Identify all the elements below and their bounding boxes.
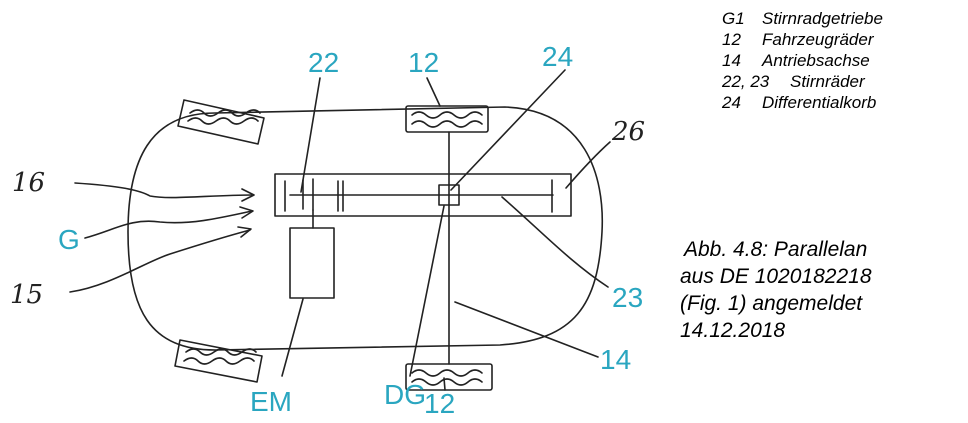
label-12-top: 12 <box>408 47 439 78</box>
legend-item: G1 Stirnradgetriebe <box>722 8 883 29</box>
leader-G <box>84 210 253 239</box>
label-G: G <box>58 224 80 255</box>
legend-text: Antriebsachse <box>762 51 870 70</box>
legend-item: 22, 23 Stirnräder <box>722 71 883 92</box>
electric-motor <box>289 227 335 299</box>
legend-text: Stirnradgetriebe <box>762 9 883 28</box>
figure-caption: Abb. 4.8: Parallelan aus DE 1020182218 (… <box>680 236 968 344</box>
arrowhead-G <box>239 206 254 219</box>
label-12-bottom: 12 <box>424 388 455 419</box>
legend-ref: G1 <box>722 9 745 28</box>
wheel-rear-left <box>174 339 263 383</box>
legend-ref: 24 <box>722 93 741 112</box>
label-22: 22 <box>308 47 339 78</box>
legend-item: 14 Antriebsachse <box>722 50 883 71</box>
legend-text: Fahrzeugräder <box>762 30 874 49</box>
caption-line: aus DE 1020182218 <box>680 265 872 288</box>
wheel-12-top <box>405 105 489 133</box>
caption-line: Abb. 4.8: Parallelan <box>684 238 868 261</box>
leader-EM <box>281 298 304 377</box>
differential-cage-24 <box>438 184 460 206</box>
leader-12-bottom <box>443 377 446 391</box>
legend-item: 24 Differentialkorb <box>722 92 883 113</box>
legend: G1 Stirnradgetriebe 12 Fahrzeugräder 14 Ant… <box>722 8 883 113</box>
legend-ref: 22, 23 <box>722 72 770 91</box>
label-23: 23 <box>612 282 643 313</box>
arrowhead-15 <box>237 226 252 238</box>
legend-item: 12 Fahrzeugräder <box>722 29 883 50</box>
leader-22 <box>300 77 321 193</box>
leader-DG <box>409 205 445 377</box>
legend-text: Differentialkorb <box>762 93 877 112</box>
leader-23 <box>501 196 609 288</box>
gearbox-housing <box>274 173 572 217</box>
leader-12-top <box>426 77 441 107</box>
label-15: 15 <box>10 280 43 310</box>
caption-line: (Fig. 1) angemeldet <box>680 292 863 315</box>
label-14: 14 <box>600 344 631 375</box>
vehicle-outline <box>127 106 604 351</box>
wheel-front-left <box>177 99 265 145</box>
label-24: 24 <box>542 41 573 72</box>
leader-16 <box>74 182 254 199</box>
label-DG: DG <box>384 379 426 410</box>
label-EM: EM <box>250 386 292 417</box>
arrowhead-16 <box>241 188 255 202</box>
label-26: 26 <box>611 117 645 147</box>
leader-24 <box>450 69 566 191</box>
legend-ref: 12 <box>722 30 741 49</box>
caption-line: 14.12.2018 <box>680 319 786 342</box>
legend-text: Stirnräder <box>790 72 865 91</box>
legend-ref: 14 <box>722 51 741 70</box>
leader-26 <box>565 141 611 189</box>
label-16: 16 <box>12 168 45 198</box>
leader-14 <box>454 301 599 358</box>
leader-15 <box>69 229 251 293</box>
